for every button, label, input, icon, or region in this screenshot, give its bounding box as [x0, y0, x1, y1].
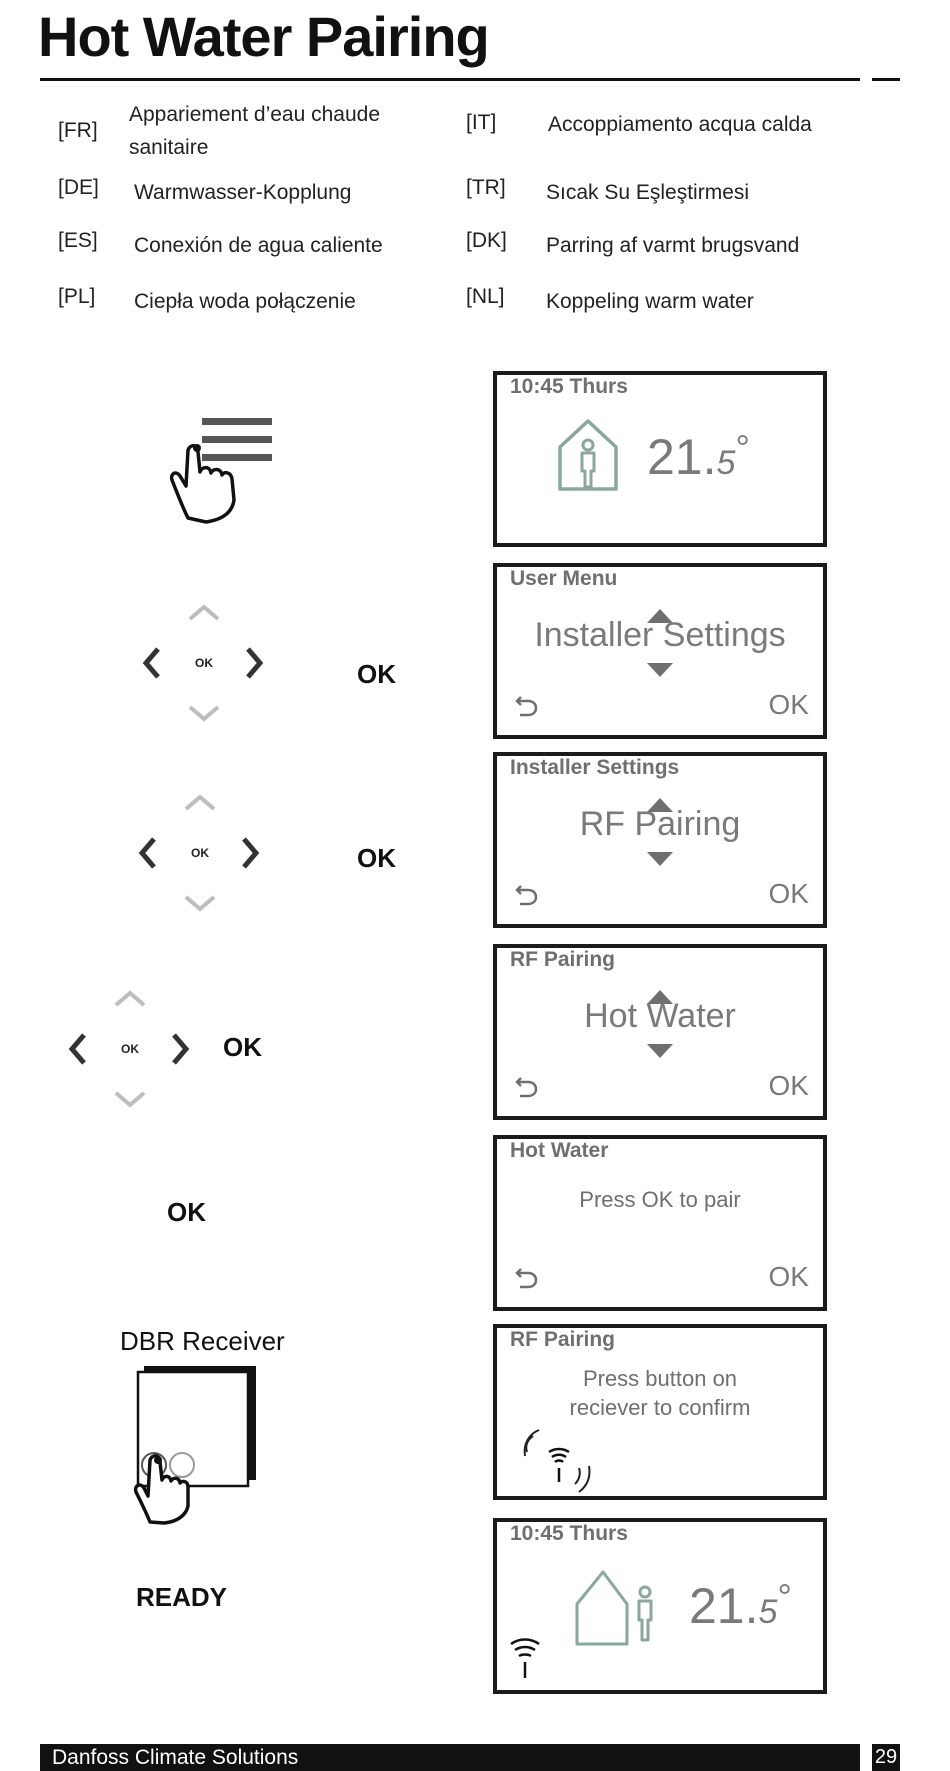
lang-text-tr: Sıcak Su Eşleştirmesi — [546, 181, 750, 204]
triangle-down-icon — [647, 1044, 673, 1058]
lang-code-dk: [DK] — [466, 229, 507, 252]
screen-rf-pairing: RF Pairing Hot Water OK — [493, 944, 827, 1120]
screen-ok-label: OK — [768, 1261, 809, 1292]
triangle-down-icon — [647, 663, 673, 677]
title-rule-stub — [872, 78, 900, 81]
triangle-up-icon — [647, 798, 673, 812]
screen-message: Press button on reciever to confirm — [497, 1364, 823, 1422]
lang-code-pl: [PL] — [58, 285, 96, 308]
temperature-integer: 21. — [689, 1578, 759, 1634]
lang-text-it: Accoppiamento acqua calda — [548, 113, 812, 136]
dpad-center-label: OK — [195, 656, 213, 670]
triangle-down-icon — [647, 852, 673, 866]
screen-ok-label: OK — [768, 1070, 809, 1101]
lang-code-de: [DE] — [58, 176, 99, 199]
temperature-decimal: 5 — [716, 444, 736, 482]
back-arrow-icon — [515, 885, 538, 906]
dpad-center-label: OK — [121, 1042, 139, 1056]
temperature-unit: ° — [735, 427, 750, 468]
triangle-up-icon — [647, 609, 673, 623]
screen-header: RF Pairing — [510, 948, 616, 971]
lang-code-fr: [FR] — [58, 119, 98, 142]
screen-selection: RF Pairing — [579, 805, 741, 843]
back-arrow-icon — [515, 1268, 538, 1289]
temperature-readout: 21.5° — [689, 1576, 792, 1635]
step-action-ok: OK — [167, 1197, 206, 1227]
screen-header: Hot Water — [510, 1139, 609, 1162]
screen-hot-water: Hot Water Press OK to pair OK — [493, 1135, 827, 1311]
lang-text-es: Conexión de agua caliente — [134, 234, 383, 257]
lang-text-dk: Parring af varmt brugsvand — [546, 234, 800, 257]
lang-code-es: [ES] — [58, 229, 98, 252]
temperature-integer: 21. — [647, 429, 717, 485]
screen-home-paired: 10:45 Thurs 21.5° — [493, 1518, 827, 1694]
dbr-receiver-label: DBR Receiver — [120, 1326, 285, 1356]
dpad-icon: OK — [142, 604, 264, 722]
screen-header: RF Pairing — [510, 1328, 616, 1351]
back-arrow-icon — [515, 696, 538, 717]
screen-home: 10:45 Thurs 21.5° — [493, 371, 827, 547]
footer-brand: Danfoss Climate Solutions — [40, 1744, 860, 1771]
screen-message: Press OK to pair — [579, 1187, 741, 1212]
lang-text-pl: Ciepła woda połączenie — [134, 290, 356, 313]
screen-header: User Menu — [510, 567, 618, 590]
screen-rf-confirm: RF Pairing Press button on reciever to c… — [493, 1324, 827, 1500]
back-arrow-icon — [515, 1077, 538, 1098]
temperature-readout: 21.5° — [647, 427, 750, 486]
dpad-icon: OK — [138, 794, 260, 912]
screen-message-line1: Press button on — [582, 1366, 738, 1391]
step-action-ok: OK — [223, 1032, 262, 1062]
screen-selection: Installer Settings — [534, 616, 786, 654]
receiver-device-icon — [133, 1366, 256, 1525]
lang-code-nl: [NL] — [466, 285, 505, 308]
screen-header: Installer Settings — [510, 756, 680, 779]
screen-message-line2: reciever to confirm — [569, 1395, 751, 1420]
screen-header: 10:45 Thurs — [510, 1522, 628, 1545]
screen-selection: Hot Water — [584, 997, 736, 1035]
lang-text-nl: Koppeling warm water — [546, 290, 754, 313]
lang-text-fr: Appariement d’eau chaude sanitaire — [129, 103, 381, 159]
step-action-ok: OK — [357, 843, 396, 873]
page-number: 29 — [872, 1744, 900, 1771]
screen-installer-settings: Installer Settings RF Pairing OK — [493, 752, 827, 928]
temperature-unit: ° — [777, 1576, 792, 1617]
rf-signal-icon — [510, 1638, 540, 1678]
triangle-up-icon — [647, 990, 673, 1004]
dpad-center-label: OK — [191, 846, 209, 860]
page-title: Hot Water Pairing — [38, 5, 490, 68]
title-rule — [40, 78, 860, 81]
lang-code-it: [IT] — [466, 111, 497, 134]
dpad-icon: OK — [68, 990, 190, 1108]
ready-label: READY — [136, 1582, 228, 1612]
step-action-ok: OK — [357, 659, 396, 689]
menu-press-icon — [169, 418, 272, 524]
house-person-icon — [575, 1570, 653, 1646]
screen-header: 10:45 Thurs — [510, 375, 628, 398]
temperature-decimal: 5 — [758, 1593, 778, 1631]
lang-code-tr: [TR] — [466, 176, 506, 199]
lang-text-de: Warmwasser-Kopplung — [134, 181, 352, 204]
screen-user-menu: User Menu Installer Settings OK — [493, 563, 827, 739]
house-person-icon — [558, 419, 618, 491]
screen-ok-label: OK — [768, 878, 809, 909]
screen-ok-label: OK — [768, 689, 809, 720]
rf-signal-icon — [523, 1429, 591, 1493]
